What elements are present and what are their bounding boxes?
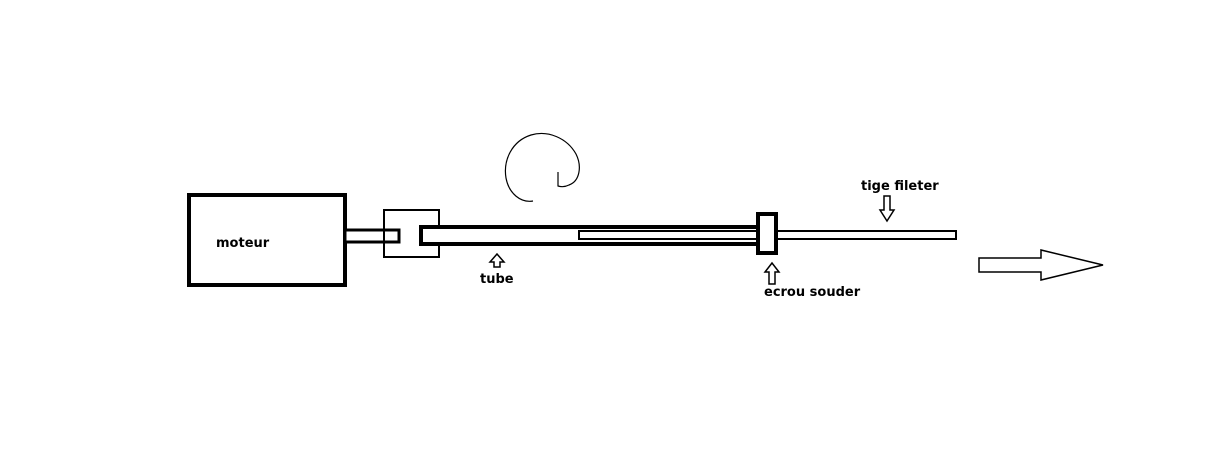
tube-pointer-icon — [488, 252, 506, 268]
motor-shaft — [343, 228, 401, 244]
welded-nut — [756, 212, 778, 255]
rotation-squiggle-icon — [504, 133, 580, 202]
threaded-rod-label: tige fileter — [861, 179, 939, 194]
tube-label: tube — [480, 272, 514, 287]
rod-pointer-icon — [878, 195, 896, 223]
motor-box — [187, 193, 347, 287]
welded-nut-label: ecrou souder — [764, 285, 861, 300]
nut-pointer-icon — [763, 261, 781, 285]
direction-arrow-icon — [978, 249, 1104, 281]
motor-label: moteur — [216, 236, 270, 251]
